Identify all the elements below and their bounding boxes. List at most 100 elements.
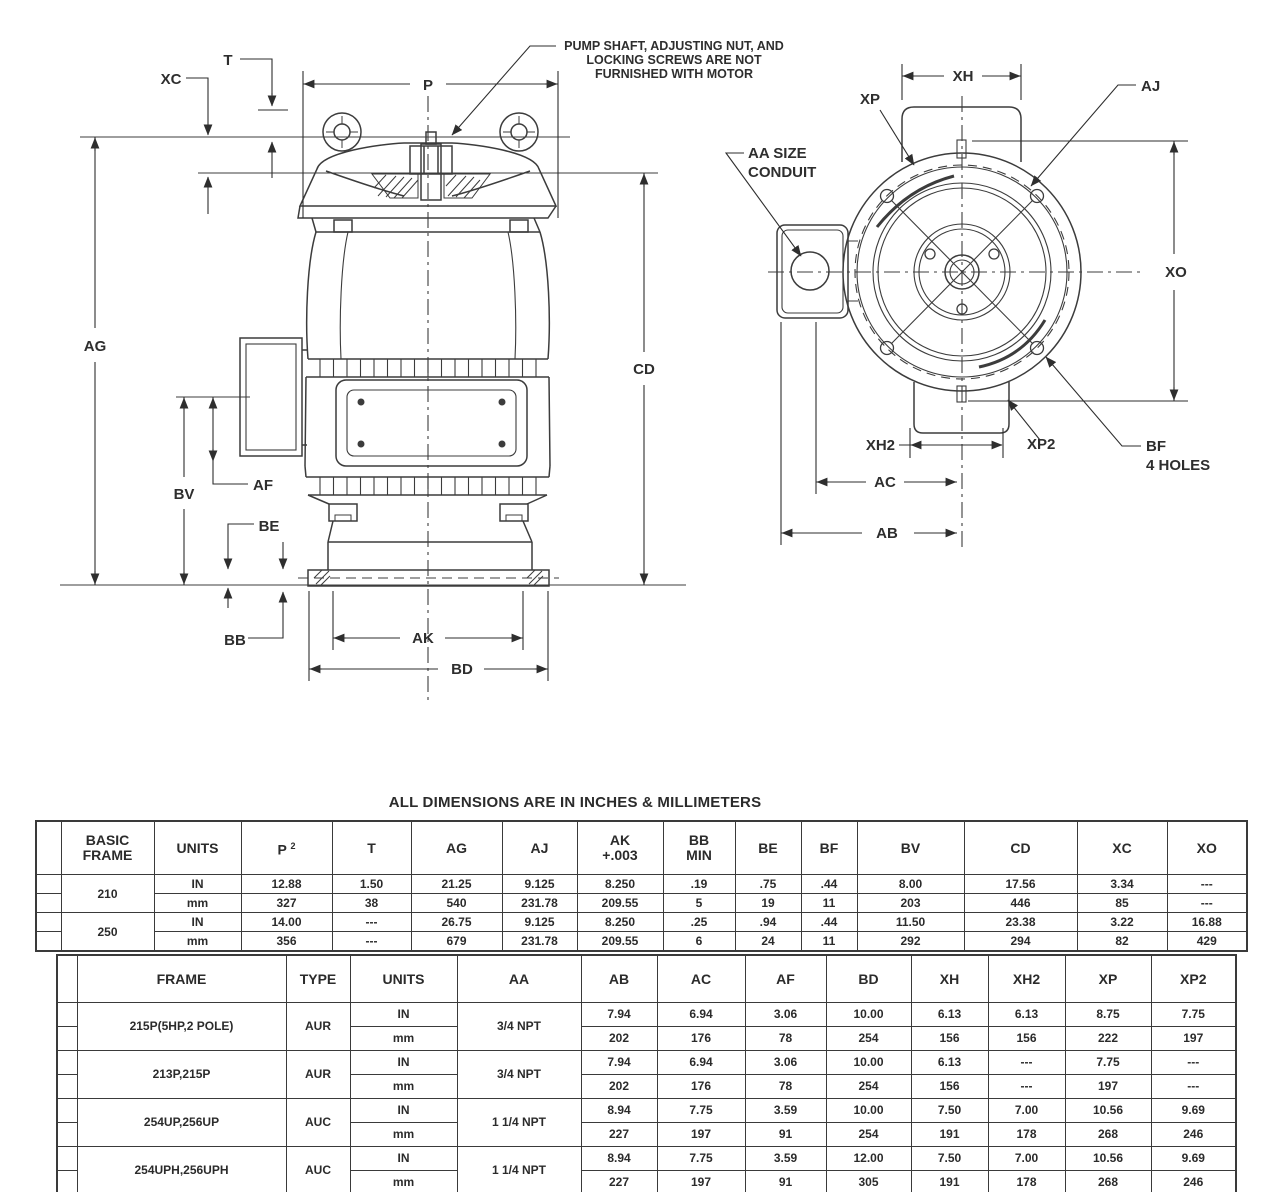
cell: 21.25	[410, 874, 503, 894]
cell: 9.69	[1150, 1146, 1237, 1171]
cell: 26.75	[410, 912, 503, 932]
cell: 679	[410, 931, 503, 952]
cell: 6	[662, 931, 736, 952]
cell: 7.94	[580, 1050, 658, 1075]
cell: 6.13	[987, 1002, 1066, 1027]
dim-label-ab: AB	[876, 525, 898, 542]
cell: 202	[580, 1026, 658, 1051]
cell: 78	[744, 1026, 827, 1051]
cell: 227	[580, 1122, 658, 1147]
col-header-ag: AG	[410, 820, 503, 875]
right-view-dimensions	[724, 64, 1188, 545]
units-cell: mm	[349, 1074, 458, 1099]
cell: ---	[987, 1074, 1066, 1099]
cell: 9.125	[501, 874, 578, 894]
t1-row-250-in: 250 IN 14.00 --- 26.75 9.125 8.250 .25 .…	[35, 912, 1248, 952]
cell: 3.59	[744, 1098, 827, 1123]
cell: 231.78	[501, 931, 578, 952]
dim-label-bf-holes: 4 HOLES	[1146, 457, 1210, 474]
dim-label-t: T	[223, 52, 232, 69]
cell: .75	[734, 874, 802, 894]
margin-cell	[56, 1170, 78, 1192]
col-header-bf: BF	[800, 820, 858, 875]
cell: 156	[987, 1026, 1066, 1051]
cell: 356	[240, 931, 333, 952]
cell: 231.78	[501, 893, 578, 913]
cell: ---	[1150, 1074, 1237, 1099]
units-cell: mm	[349, 1170, 458, 1192]
cell: 156	[910, 1026, 989, 1051]
col-header-bv: BV	[856, 820, 965, 875]
cell: ---	[1166, 874, 1248, 894]
cell: 8.250	[576, 874, 664, 894]
cell: 227	[580, 1170, 658, 1192]
cell: 8.94	[580, 1146, 658, 1171]
left-view-reference-lines	[60, 96, 686, 700]
cell: 7.75	[1064, 1050, 1152, 1075]
col-header-aa: AA	[456, 954, 582, 1003]
units-cell: IN	[153, 874, 242, 894]
dim-label-ag: AG	[84, 338, 107, 355]
cell: 78	[744, 1074, 827, 1099]
dim-label-p: P	[423, 77, 433, 94]
dim-label-bb: BB	[224, 632, 246, 649]
cell: 6.94	[656, 1050, 746, 1075]
cell: 222	[1064, 1026, 1152, 1051]
dim-label-bd: BD	[451, 661, 473, 678]
bf-bolt-holes	[879, 188, 1045, 356]
cell: 85	[1076, 893, 1168, 913]
margin-cell	[56, 1074, 78, 1099]
dim-label-aj: AJ	[1141, 78, 1160, 95]
cell: 305	[825, 1170, 912, 1192]
cell: 3.06	[744, 1002, 827, 1027]
cell: 268	[1064, 1122, 1152, 1147]
cell: .44	[800, 912, 858, 932]
frame-cell: 254UPH,256UPH	[76, 1146, 287, 1192]
t2-row-g3-mm: mm 227 197 91 305 191 178 268 246	[56, 1170, 1237, 1192]
dim-label-xh: XH	[953, 68, 974, 85]
cell: 3.59	[744, 1146, 827, 1171]
t1-row-210-in: 210 IN 12.88 1.50 21.25 9.125 8.250 .19 …	[35, 874, 1248, 913]
cell: 9.69	[1150, 1098, 1237, 1123]
dim-label-bv: BV	[174, 486, 195, 503]
cell: ---	[331, 912, 412, 932]
col-header-be: BE	[734, 820, 802, 875]
cell: 12.88	[240, 874, 333, 894]
cell: 8.94	[580, 1098, 658, 1123]
note-line-2: LOCKING SCREWS ARE NOT	[586, 53, 762, 67]
frame-cell: 210	[60, 874, 155, 913]
cell: ---	[987, 1050, 1066, 1075]
right-view-labels: XH XP AJ XO XH2 XP2 BF 4 HOLES AC AB AA …	[748, 68, 1210, 542]
col-header-xc: XC	[1076, 820, 1168, 875]
dim-label-xh2: XH2	[866, 437, 895, 454]
units-cell: mm	[153, 931, 242, 952]
cell: 82	[1076, 931, 1168, 952]
units-cell: IN	[349, 1098, 458, 1123]
cell: 254	[825, 1074, 912, 1099]
type-cell: AUC	[285, 1146, 351, 1192]
cell: 197	[656, 1170, 746, 1192]
cell: 7.94	[580, 1002, 658, 1027]
right-view-motor	[768, 96, 1140, 547]
cell: 203	[856, 893, 965, 913]
cell: .44	[800, 874, 858, 894]
conduit-hole	[790, 251, 830, 291]
aa-cell: 1 1/4 NPT	[456, 1098, 582, 1147]
cell: 11	[800, 893, 858, 913]
units-cell: IN	[153, 912, 242, 932]
dim-label-xp: XP	[860, 91, 880, 108]
cell: 191	[910, 1122, 989, 1147]
cell: 10.56	[1064, 1098, 1152, 1123]
t2-header-row: FRAME TYPE UNITS AA AB AC AF BD XH XH2 X…	[56, 954, 1237, 1003]
col-header-cd: CD	[963, 820, 1078, 875]
dim-label-bf: BF	[1146, 438, 1166, 455]
col-header-xp2: XP2	[1150, 954, 1237, 1003]
technical-drawing: XC T P AG CD BV AF BE BB AK BD PUMP SHAF…	[60, 39, 1210, 700]
cell: 176	[656, 1074, 746, 1099]
cell: 7.00	[987, 1146, 1066, 1171]
cell: 7.00	[987, 1098, 1066, 1123]
eyebolt-left	[322, 112, 362, 152]
margin-cell	[56, 1146, 78, 1171]
